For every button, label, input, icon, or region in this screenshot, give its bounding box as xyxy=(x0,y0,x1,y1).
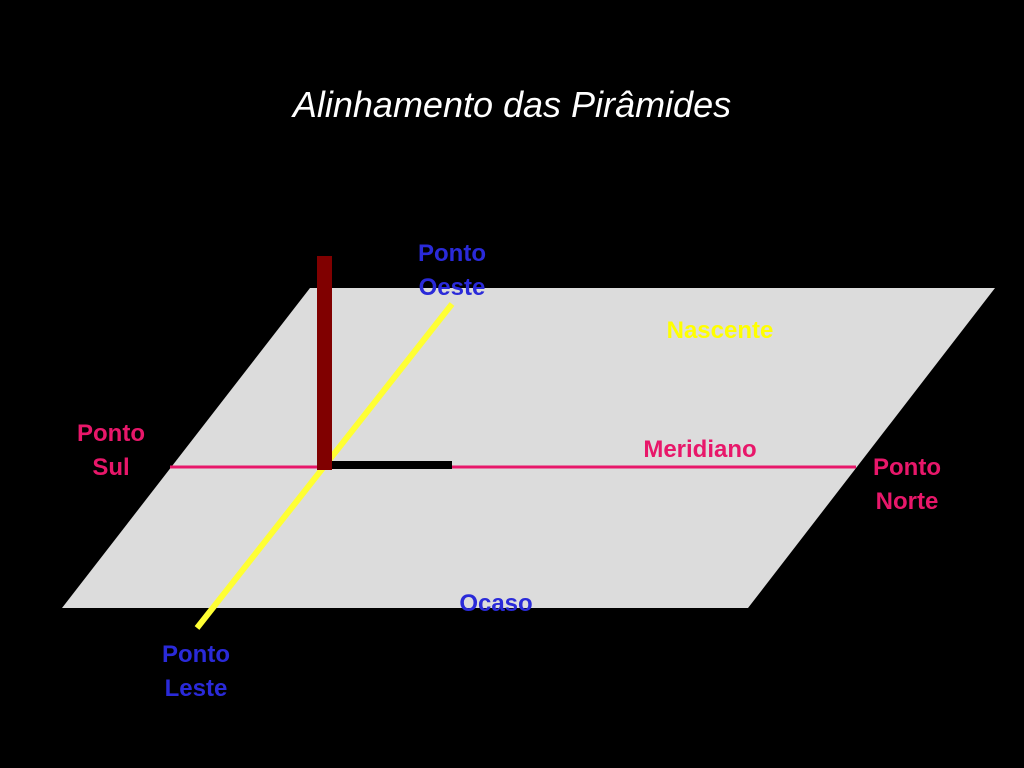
label-ponto-sul: Ponto Sul xyxy=(77,420,145,481)
shadow-bar xyxy=(332,461,452,469)
label-ponto-oeste: Ponto Oeste xyxy=(418,240,486,301)
label-ocaso: Ocaso xyxy=(459,590,533,617)
ground-plane xyxy=(62,288,995,608)
slide-title: Alinhamento das Pirâmides xyxy=(292,84,732,125)
label-ponto-leste: Ponto Leste xyxy=(162,641,230,702)
gnomon-pole xyxy=(317,256,332,470)
label-ponto-norte: Ponto Norte xyxy=(873,454,941,515)
label-nascente: Nascente xyxy=(666,317,774,344)
label-meridiano: Meridiano xyxy=(643,436,757,463)
